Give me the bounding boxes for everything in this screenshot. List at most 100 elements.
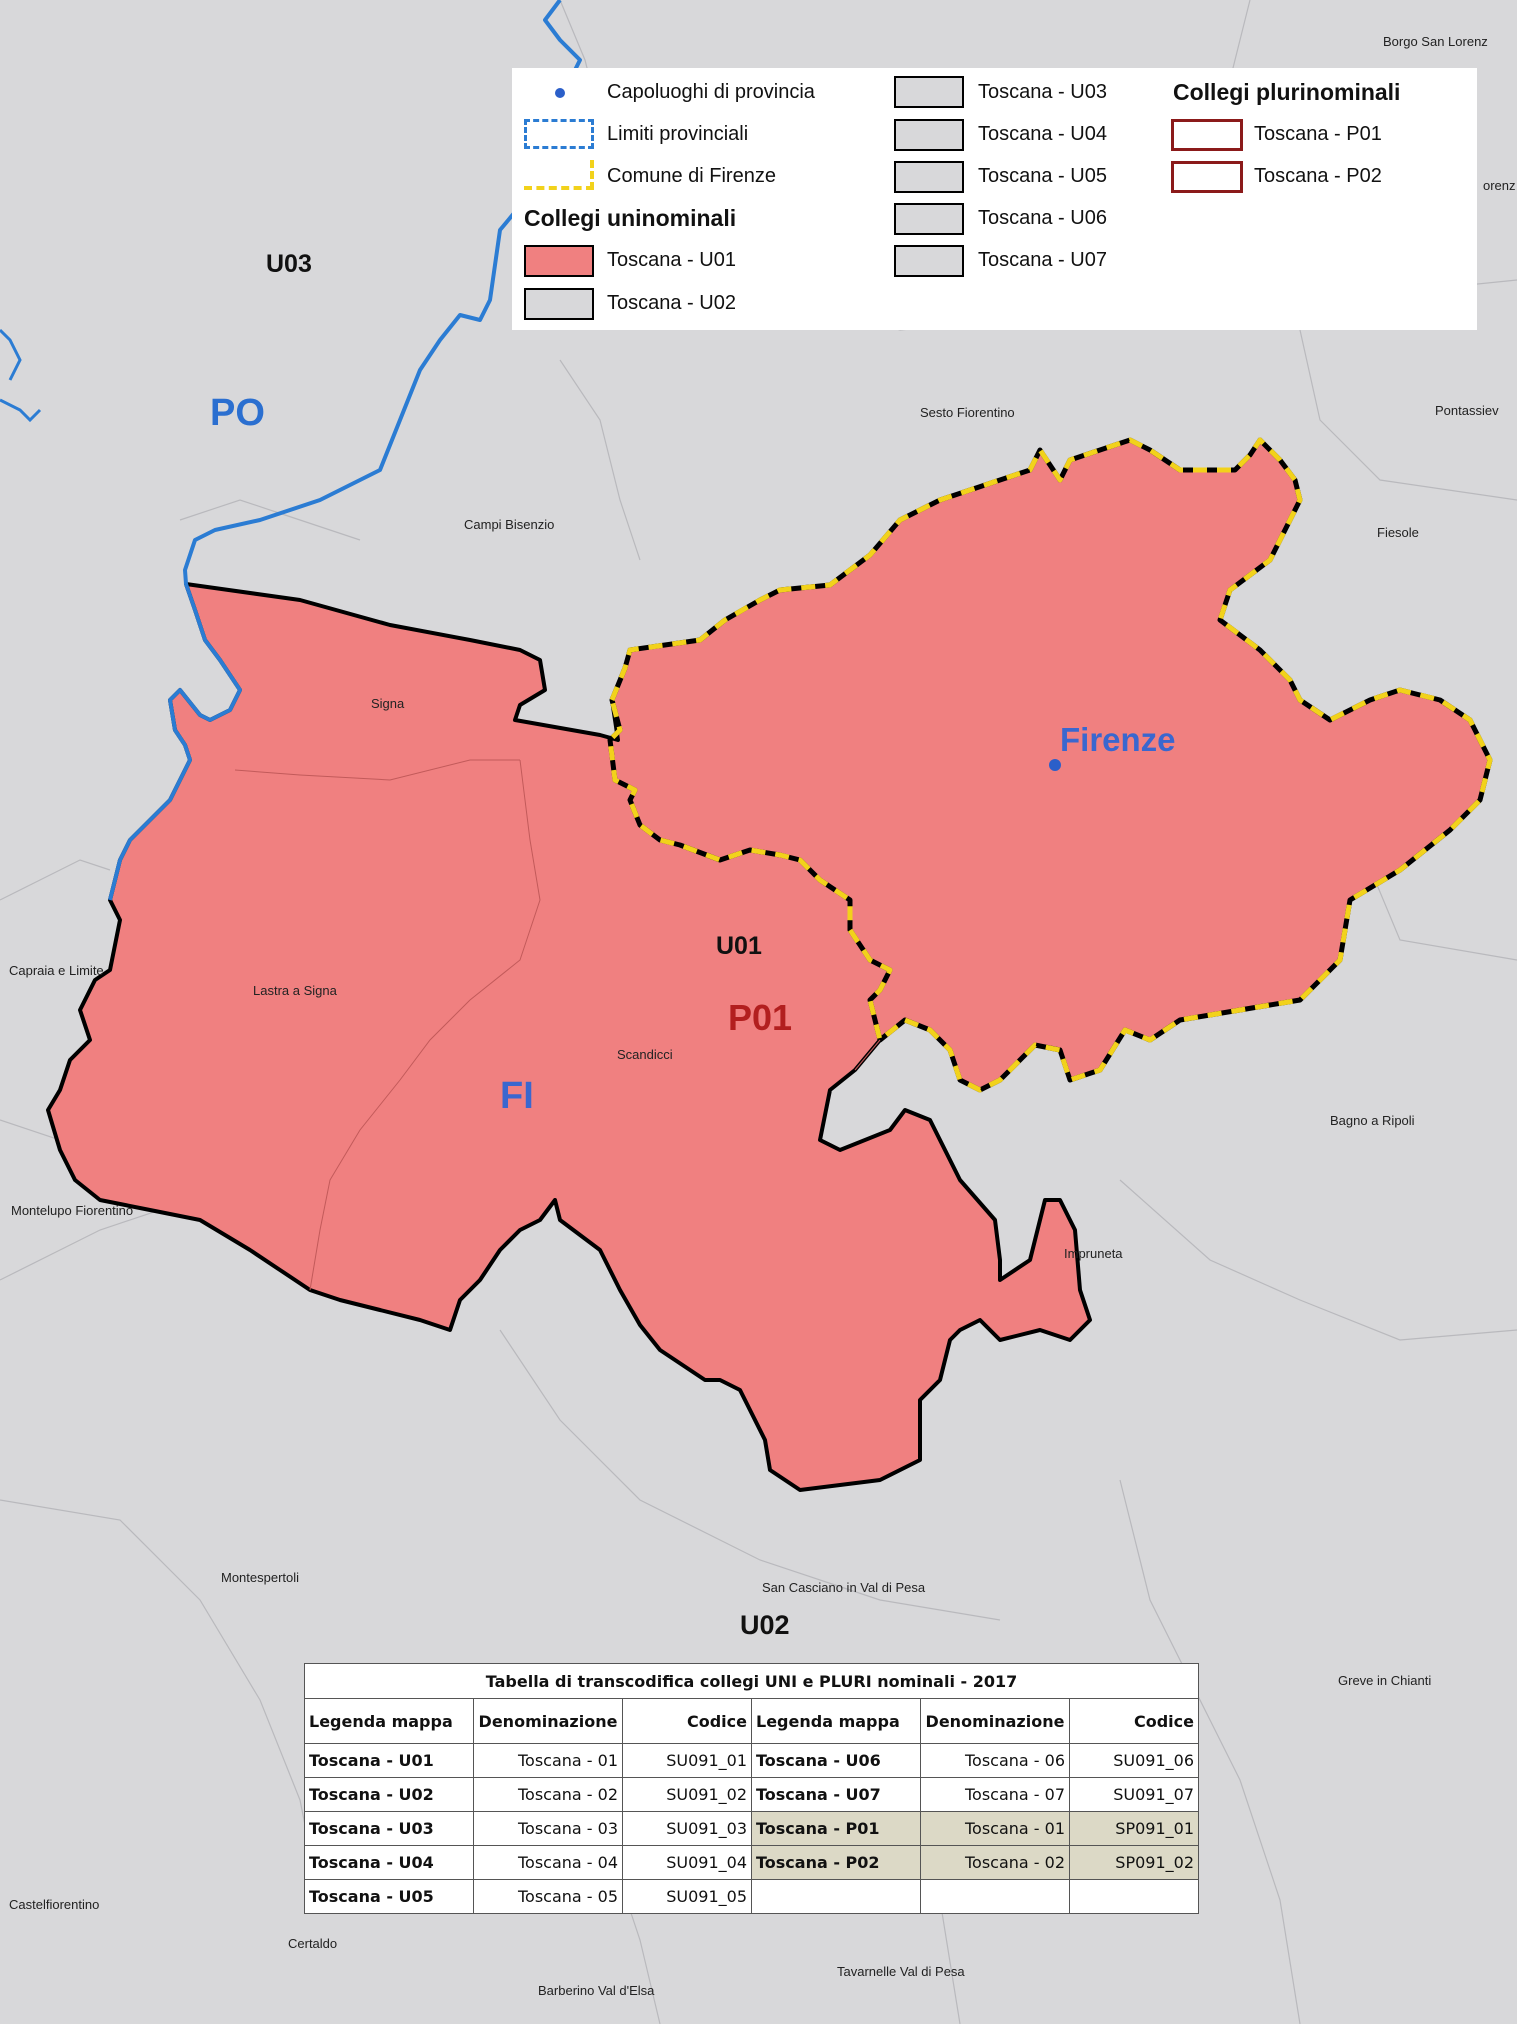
province-border-west	[0, 328, 42, 423]
cell: SU091_06	[1069, 1743, 1199, 1778]
cell: Toscana - 07	[920, 1777, 1070, 1812]
cell: Toscana - U05	[304, 1879, 474, 1914]
place-campi-bisenzio: Campi Bisenzio	[464, 517, 555, 532]
cell: Toscana - 02	[920, 1845, 1070, 1880]
header-codice-1: Codice	[622, 1698, 752, 1744]
cell: SU091_07	[1069, 1777, 1199, 1812]
place-san-casciano: San Casciano in Val di Pesa	[762, 1580, 926, 1595]
cell: Toscana - P01	[751, 1811, 921, 1846]
label-firenze: Firenze	[1060, 721, 1176, 758]
transcodifica-table: Tabella di transcodifica collegi UNI e P…	[304, 1663, 1199, 1914]
legend-uninominali-title: Collegi uninominali	[524, 205, 737, 231]
place-greve: Greve in Chianti	[1338, 1673, 1432, 1688]
cell: SU091_04	[622, 1845, 752, 1880]
cell: Toscana - U07	[751, 1777, 921, 1812]
header-denominazione-1: Denominazione	[473, 1698, 623, 1744]
place-montelupo: Montelupo Fiorentino	[11, 1203, 134, 1218]
swatch-u01	[524, 245, 594, 277]
cell-empty	[920, 1879, 1070, 1914]
cell: Toscana - 01	[473, 1743, 623, 1778]
place-signa: Signa	[371, 696, 405, 711]
cell: SU091_01	[622, 1743, 752, 1778]
table-row: Toscana - U04 Toscana - 04 SU091_04 Tosc…	[304, 1845, 1199, 1880]
cell: SP091_02	[1069, 1845, 1199, 1880]
map-legend: Capoluoghi di provincia Limiti provincia…	[512, 68, 1477, 330]
cell: Toscana - 04	[473, 1845, 623, 1880]
legend-u04: Toscana - U04	[978, 123, 1107, 145]
cell: Toscana - U03	[304, 1811, 474, 1846]
place-bagno-a-ripoli: Bagno a Ripoli	[1330, 1113, 1415, 1128]
comune-firenze-dash	[607, 437, 1493, 1093]
swatch-p02	[1171, 161, 1243, 193]
legend-u06: Toscana - U06	[978, 207, 1107, 229]
label-fi-province: FI	[500, 1075, 534, 1117]
table-row: Toscana - U01 Toscana - 01 SU091_01 Tosc…	[304, 1743, 1199, 1778]
table-title: Tabella di transcodifica collegi UNI e P…	[304, 1663, 1199, 1699]
label-po-province: PO	[210, 392, 265, 434]
table-row: Toscana - U05 Toscana - 05 SU091_05	[304, 1879, 1199, 1914]
cell: Toscana - 06	[920, 1743, 1070, 1778]
cell: Toscana - U02	[304, 1777, 474, 1812]
table-row: Toscana - U02 Toscana - 02 SU091_02 Tosc…	[304, 1777, 1199, 1812]
cell: Toscana - U01	[304, 1743, 474, 1778]
place-pontassieve: Pontassiev	[1435, 403, 1499, 418]
place-capraia: Capraia e Limite	[9, 963, 104, 978]
cell: Toscana - 05	[473, 1879, 623, 1914]
place-fiesole: Fiesole	[1377, 525, 1419, 540]
legend-comune: Comune di Firenze	[607, 165, 776, 187]
legend-u02: Toscana - U02	[607, 292, 736, 314]
place-montespertoli: Montespertoli	[221, 1570, 300, 1585]
label-u01: U01	[716, 932, 762, 960]
cell: SU091_03	[622, 1811, 752, 1846]
legend-u05: Toscana - U05	[978, 165, 1107, 187]
firenze-capoluogo-dot	[1049, 759, 1061, 771]
place-certaldo: Certaldo	[288, 1936, 338, 1951]
swatch-u03	[894, 76, 964, 108]
label-u03: U03	[266, 250, 312, 278]
cell: SU091_02	[622, 1777, 752, 1812]
cell: Toscana - 03	[473, 1811, 623, 1846]
place-sesto-fiorentino: Sesto Fiorentino	[920, 405, 1015, 420]
cell: SU091_05	[622, 1879, 752, 1914]
place-lorenzo-partial: orenz	[1483, 178, 1516, 193]
place-castelfiorentino: Castelfiorentino	[9, 1897, 100, 1912]
cell-empty	[1069, 1879, 1199, 1914]
province-border-swatch	[524, 119, 594, 149]
place-scandicci: Scandicci	[617, 1047, 673, 1062]
table-header-row: Legenda mappa Denominazione Codice Legen…	[304, 1698, 1199, 1744]
legend-limiti: Limiti provinciali	[607, 123, 749, 145]
swatch-u07	[894, 245, 964, 277]
swatch-u04	[894, 119, 964, 151]
place-barberino: Barberino Val d'Elsa	[538, 1983, 655, 1998]
cell: Toscana - 01	[920, 1811, 1070, 1846]
legend-capoluoghi: Capoluoghi di provincia	[607, 81, 815, 103]
header-denominazione-2: Denominazione	[920, 1698, 1070, 1744]
cell-empty	[751, 1879, 921, 1914]
place-borgo-san-lorenzo: Borgo San Lorenz	[1383, 34, 1488, 49]
legend-u07: Toscana - U07	[978, 249, 1107, 271]
table-row: Toscana - U03 Toscana - 03 SU091_03 Tosc…	[304, 1811, 1199, 1846]
comune-border-swatch	[524, 160, 594, 190]
legend-p01: Toscana - P01	[1254, 123, 1382, 145]
label-p01: P01	[728, 997, 793, 1038]
swatch-u05	[894, 161, 964, 193]
swatch-p01	[1171, 119, 1243, 151]
legend-p02: Toscana - P02	[1254, 165, 1382, 187]
legend-u03: Toscana - U03	[978, 81, 1107, 103]
legend-plurinominali-title: Collegi plurinominali	[1173, 79, 1401, 105]
legend-u01: Toscana - U01	[607, 249, 736, 271]
cell: Toscana - U04	[304, 1845, 474, 1880]
cell: Toscana - 02	[473, 1777, 623, 1812]
capoluogo-icon	[555, 88, 565, 98]
header-codice-2: Codice	[1069, 1698, 1199, 1744]
internal-borders	[234, 759, 881, 1291]
swatch-u02	[524, 288, 594, 320]
place-impruneta: Impruneta	[1064, 1246, 1123, 1261]
header-legenda-2: Legenda mappa	[751, 1698, 921, 1744]
place-lastra-a-signa: Lastra a Signa	[253, 983, 337, 998]
cell: SP091_01	[1069, 1811, 1199, 1846]
cell: Toscana - U06	[751, 1743, 921, 1778]
header-legenda-1: Legenda mappa	[304, 1698, 474, 1744]
label-u02: U02	[740, 1610, 790, 1640]
cell: Toscana - P02	[751, 1845, 921, 1880]
